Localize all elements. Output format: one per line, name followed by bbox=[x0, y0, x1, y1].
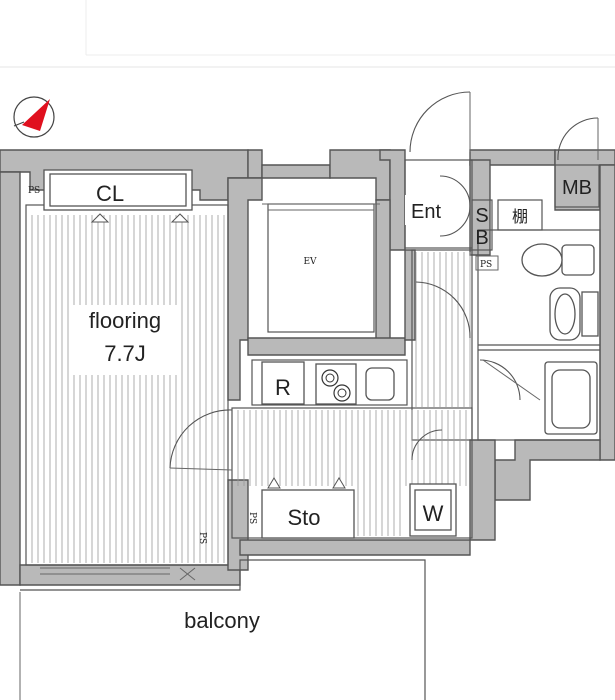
bathtub bbox=[482, 359, 598, 435]
meter-box-label: MB bbox=[562, 177, 592, 199]
pipe-space-marker: PS bbox=[480, 260, 492, 270]
wash-basin bbox=[549, 287, 599, 341]
elevator-label: EV bbox=[303, 257, 317, 267]
kitchen: R bbox=[261, 361, 395, 405]
window bbox=[40, 567, 196, 581]
main-room-label: flooring bbox=[89, 308, 161, 333]
entrance-label: Ent bbox=[411, 201, 441, 223]
pipe-space-marker: PS bbox=[28, 186, 40, 196]
paper-frame bbox=[0, 0, 615, 68]
hall-flooring-stripes bbox=[237, 252, 471, 536]
main-room-flooring-stripes bbox=[31, 215, 225, 563]
balcony-label: balcony bbox=[184, 608, 260, 633]
shoe-box-label-b: B bbox=[475, 227, 488, 249]
pipe-space-marker: PS bbox=[247, 512, 257, 524]
closet: CL bbox=[43, 169, 193, 223]
closet-label: CL bbox=[96, 181, 124, 206]
washer: W bbox=[409, 483, 457, 537]
main-room-size: 7.7J bbox=[104, 341, 146, 366]
storage: Sto bbox=[261, 477, 355, 539]
doors bbox=[169, 91, 599, 471]
washer-label: W bbox=[423, 501, 444, 526]
storage-label: Sto bbox=[287, 505, 320, 530]
shelf-label: 棚 bbox=[512, 207, 528, 226]
stove-burner-icon bbox=[321, 369, 351, 402]
north-compass-icon bbox=[13, 96, 55, 138]
shoe-box-label-s: S bbox=[475, 205, 488, 227]
toilet bbox=[521, 243, 595, 277]
pipe-space-marker: PS bbox=[197, 532, 207, 544]
refrigerator-label: R bbox=[275, 375, 291, 400]
